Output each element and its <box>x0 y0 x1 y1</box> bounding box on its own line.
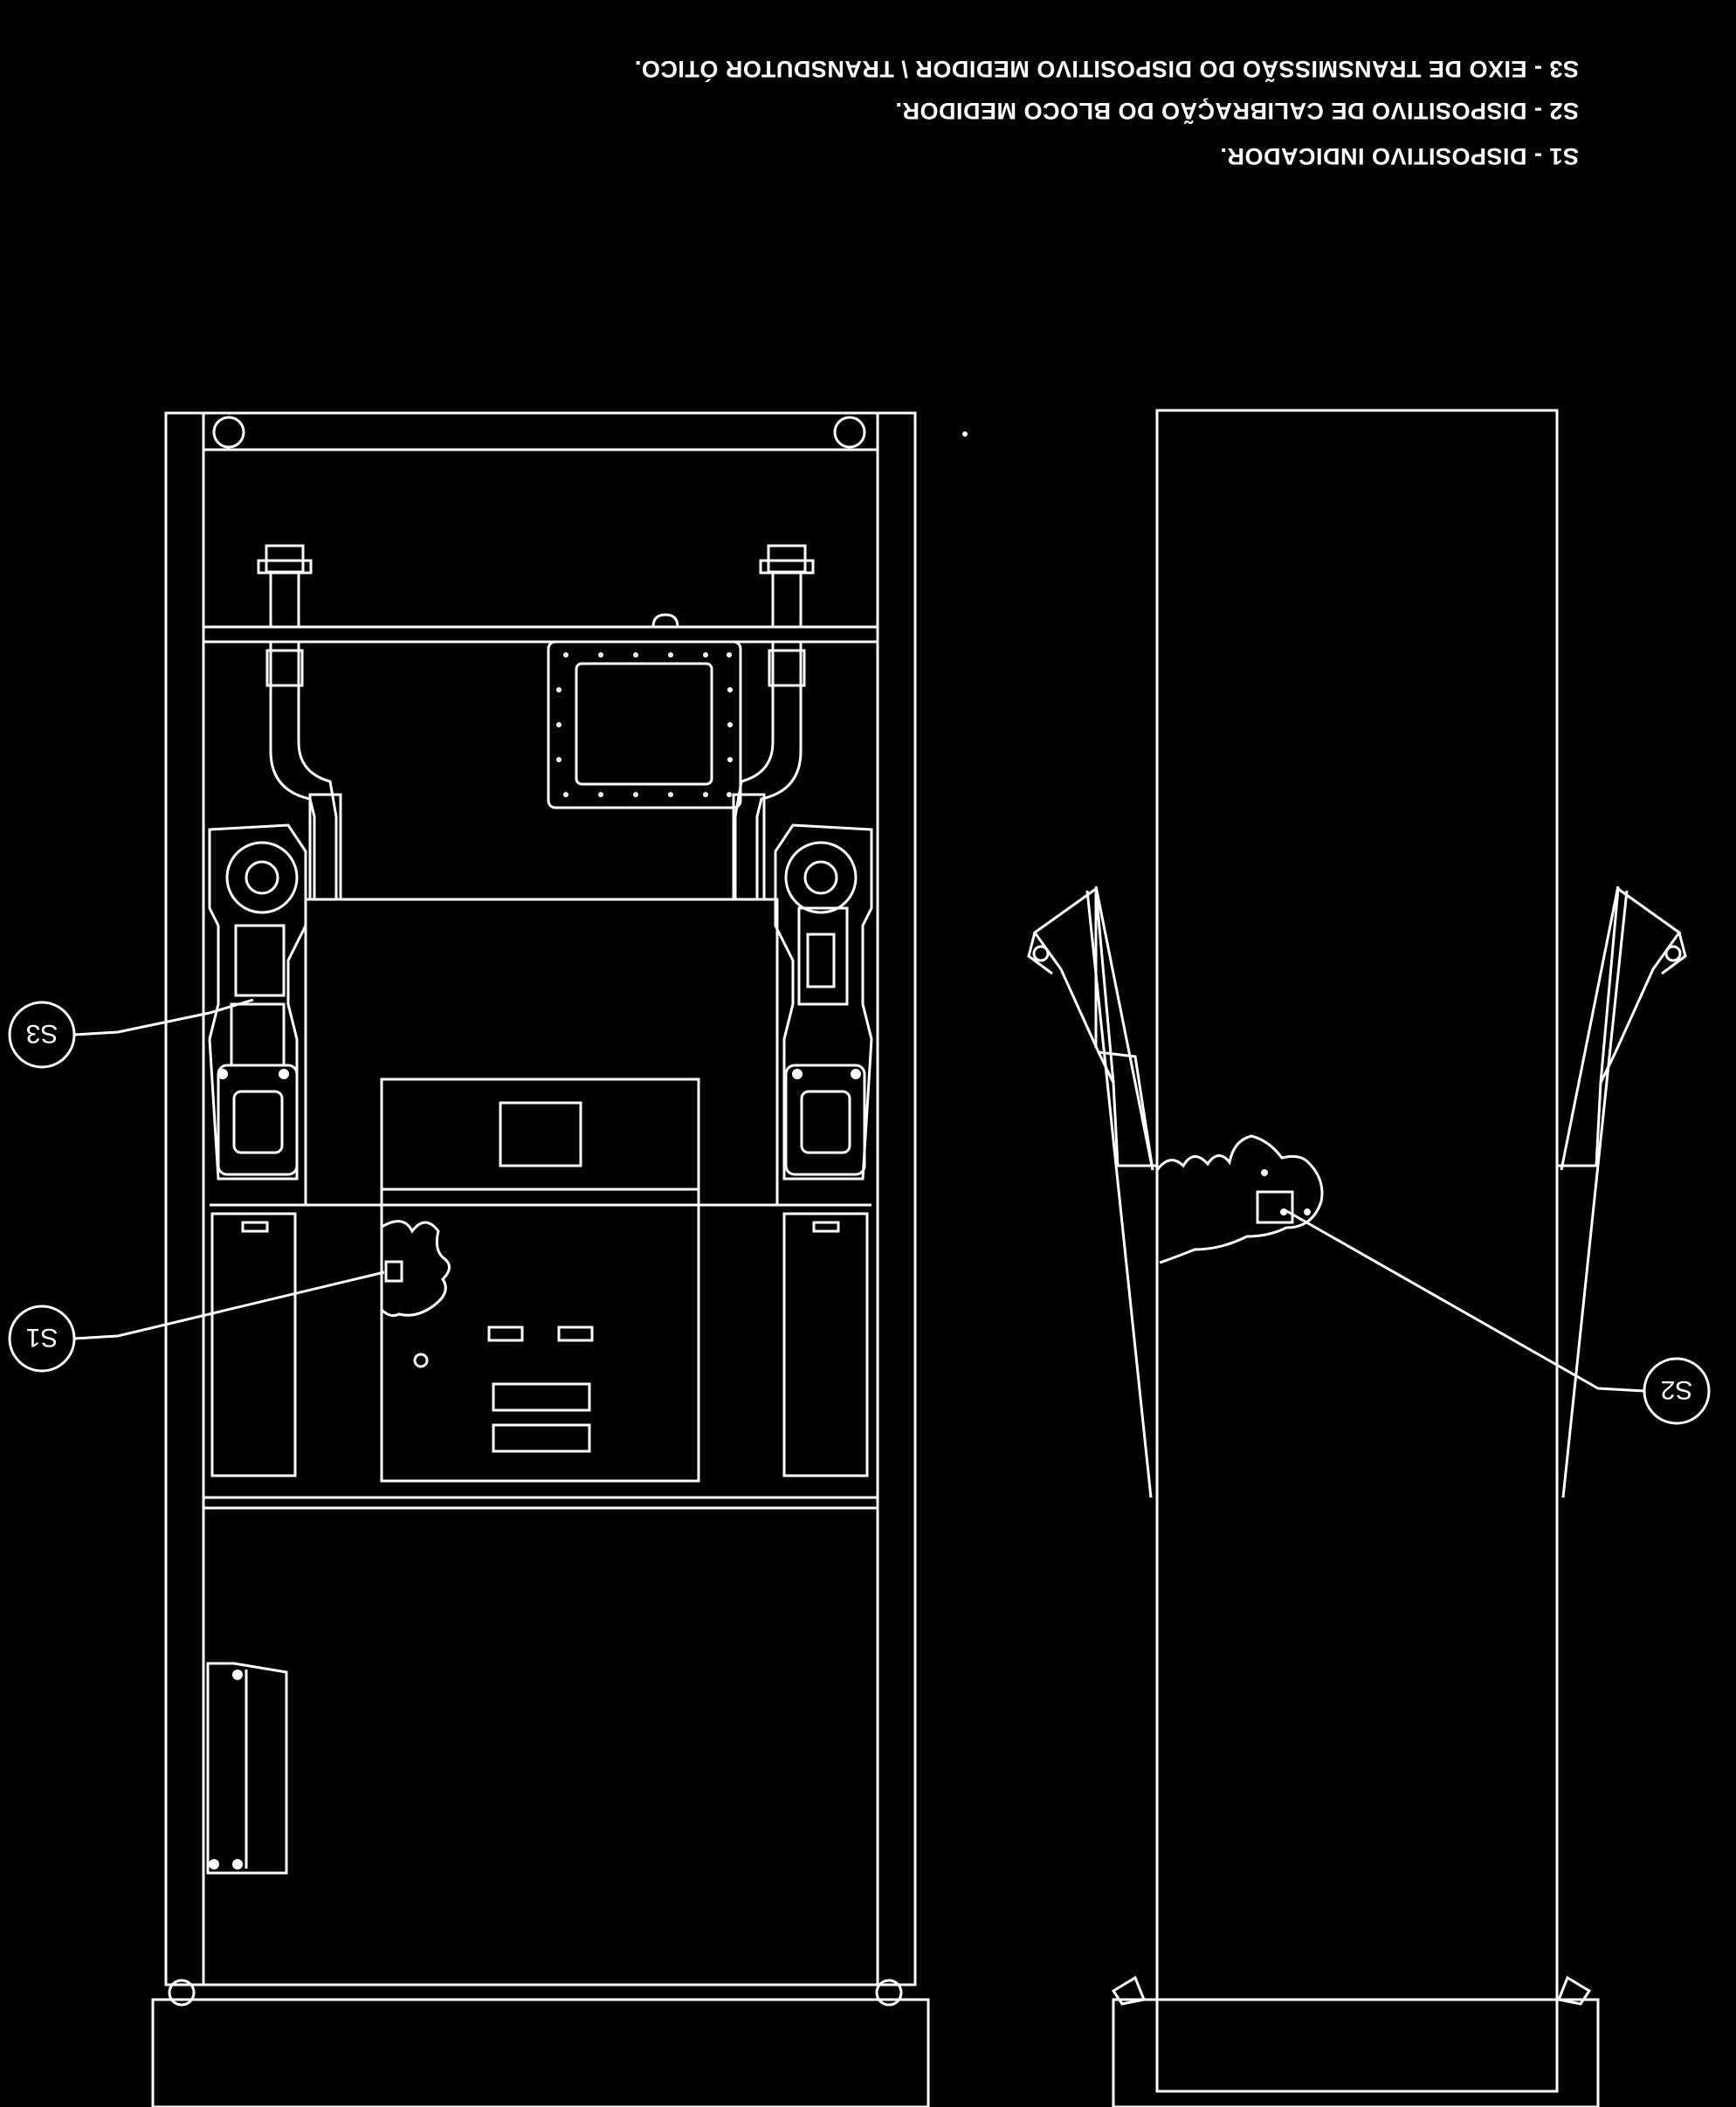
front-view <box>151 411 930 2107</box>
right-pipe <box>732 544 815 901</box>
legend: S3 - EIXO DE TRANSMISSÃO DO DISPOSITIVO … <box>634 56 1579 169</box>
callout-s2-label: S2 <box>1661 1375 1693 1404</box>
cross-bar <box>202 625 879 644</box>
top-bolt-left <box>212 416 245 449</box>
lower-door-handle <box>206 1662 288 1875</box>
head-cabinet <box>304 898 779 1207</box>
front-frame <box>164 411 917 1987</box>
right-nozzle-boot <box>782 1212 869 1477</box>
junction-box <box>547 640 742 809</box>
side-base <box>1112 1998 1600 2107</box>
left-pipe <box>257 544 342 901</box>
callout-s1-label: S1 <box>26 1323 59 1352</box>
legend-item-s1: S1 - DISPOSITIVO INDICADOR. <box>1220 143 1579 169</box>
display-panel <box>380 1078 700 1483</box>
callout-s3-label: S3 <box>26 1019 59 1048</box>
legend-item-s3: S3 - EIXO DE TRANSMISSÃO DO DISPOSITIVO … <box>634 56 1579 83</box>
left-meter-assembly <box>208 823 307 1181</box>
s1-indicator-device <box>384 1260 403 1283</box>
callout-s2: S2 <box>1283 1208 1711 1425</box>
legend-item-s2: S2 - DISPOSITIVO DE CALIBRAÇÃO DO BLOCO … <box>895 98 1579 125</box>
callout-s3: S3 <box>8 998 254 1069</box>
top-bolt-right <box>833 416 866 449</box>
s2-calibration-device <box>1256 1190 1294 1224</box>
front-base <box>151 1998 930 2107</box>
side-body <box>1155 409 1559 2093</box>
side-view <box>1027 409 1687 2107</box>
right-meter-assembly <box>774 823 873 1181</box>
left-nozzle-boot <box>210 1212 297 1477</box>
callout-s1: S1 <box>8 1270 385 1373</box>
